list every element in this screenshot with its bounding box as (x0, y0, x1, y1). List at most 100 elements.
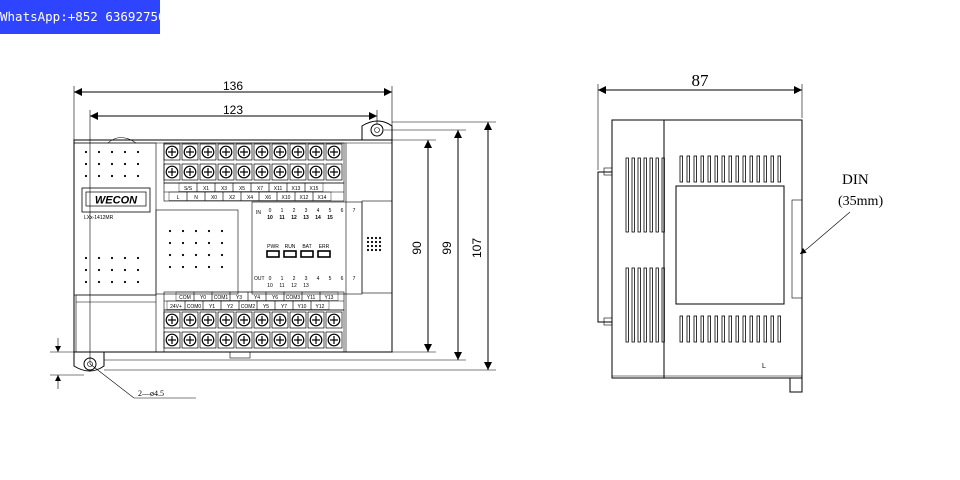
side-vent-slot (631, 157, 635, 233)
led-number: 15 (327, 215, 333, 221)
input-terminal-screw (219, 165, 233, 179)
side-vent-slot (679, 155, 683, 183)
side-vent-slot (631, 267, 635, 343)
led-number: 2 (293, 276, 296, 282)
din-leader (807, 211, 851, 249)
led-number: 13 (303, 215, 309, 221)
side-vent-slot (693, 315, 697, 343)
output-terminal-screw (291, 333, 305, 347)
side-vent-slot (756, 315, 760, 343)
led-number: 3 (305, 276, 308, 282)
side-vent-slot (686, 315, 690, 343)
side-vent-slot (649, 157, 653, 233)
input-terminal-screw (291, 165, 305, 179)
input-terminal-screw (201, 165, 215, 179)
input-terminal-screw (219, 145, 233, 159)
led-number: 6 (341, 276, 344, 282)
mount-hole-top (370, 123, 384, 137)
speaker-dot (374, 240, 378, 244)
input-terminal-screw (237, 165, 251, 179)
contact-banner: WhatsApp:+852 63692756 (0, 0, 160, 34)
terminal-label: X10 (282, 195, 291, 201)
terminal-label: X0 (211, 195, 217, 201)
dim-height-99: 99 (440, 241, 454, 255)
terminal-label: Y12 (316, 304, 325, 310)
center-panel (155, 209, 239, 295)
terminal-label: Y3 (236, 295, 242, 301)
side-vent-slot (693, 155, 697, 183)
led-number: 7 (353, 208, 356, 214)
side-vent-slot (625, 267, 629, 343)
vent-dot (97, 150, 101, 154)
output-terminal-screw (165, 313, 179, 327)
led-number: 12 (291, 283, 297, 289)
terminal-label: X6 (265, 195, 271, 201)
side-vent-slot (763, 315, 767, 343)
terminal-label: X5 (239, 186, 245, 192)
terminal-label: X3 (221, 186, 227, 192)
led-number: 5 (329, 208, 332, 214)
led-number: 1 (281, 276, 284, 282)
input-terminal-screw (165, 145, 179, 159)
expansion-cover (75, 294, 157, 353)
vent-dot (136, 256, 140, 260)
status-led (266, 250, 280, 258)
side-vent-slot (777, 315, 781, 343)
vent-dot (168, 265, 172, 269)
vent-dot (136, 268, 140, 272)
input-terminal-screw (255, 165, 269, 179)
terminal-label: X7 (257, 186, 263, 192)
side-vent-slot (728, 155, 732, 183)
speaker-dot (374, 236, 378, 240)
output-terminal-screw (219, 333, 233, 347)
side-vent-slot (742, 155, 746, 183)
speaker-dot (370, 248, 374, 252)
status-led (317, 250, 331, 258)
led-number: 0 (269, 276, 272, 282)
speaker-dot (370, 236, 374, 240)
output-terminal-screw (219, 313, 233, 327)
input-terminal-screw (255, 145, 269, 159)
vent-dot (207, 265, 211, 269)
speaker-dot (374, 244, 378, 248)
terminal-label: COM0 (187, 304, 202, 310)
output-terminal-screw (273, 313, 287, 327)
vent-dot (84, 162, 88, 166)
led-out-label: OUT (254, 276, 265, 282)
side-vent-slot (735, 155, 739, 183)
side-vent-slot (655, 267, 659, 343)
vent-dot (110, 150, 114, 154)
vent-dot (181, 265, 185, 269)
vent-dot (84, 280, 88, 284)
vent-dot (194, 241, 198, 245)
side-vent-slot (728, 315, 732, 343)
led-in-label: IN (256, 210, 261, 216)
vent-dot (110, 280, 114, 284)
terminal-label: Y2 (227, 304, 233, 310)
led-number: 4 (317, 276, 320, 282)
vent-dot (136, 280, 140, 284)
output-terminal-screw (201, 333, 215, 347)
input-terminal-screw (309, 145, 323, 159)
hole-note: 2—ø4.5 (138, 389, 164, 398)
speaker-dot (366, 236, 370, 240)
led-number: 11 (279, 283, 284, 289)
led-number: 10 (267, 215, 273, 221)
side-vent-slot (700, 155, 704, 183)
vent-dot (97, 256, 101, 260)
vent-dot (207, 253, 211, 257)
vent-dot (123, 280, 127, 284)
side-vent-slot (742, 315, 746, 343)
speaker-dot (370, 244, 374, 248)
vent-dot (168, 241, 172, 245)
output-terminal-screw (255, 333, 269, 347)
led-number: 11 (279, 215, 285, 221)
input-terminal-screw (309, 165, 323, 179)
din-label: DIN (842, 172, 869, 188)
mount-tab-bottom (73, 352, 105, 372)
terminal-label: Y5 (263, 304, 269, 310)
side-vent-slot (770, 315, 774, 343)
vent-dot (123, 150, 127, 154)
led-number: 3 (305, 208, 308, 214)
